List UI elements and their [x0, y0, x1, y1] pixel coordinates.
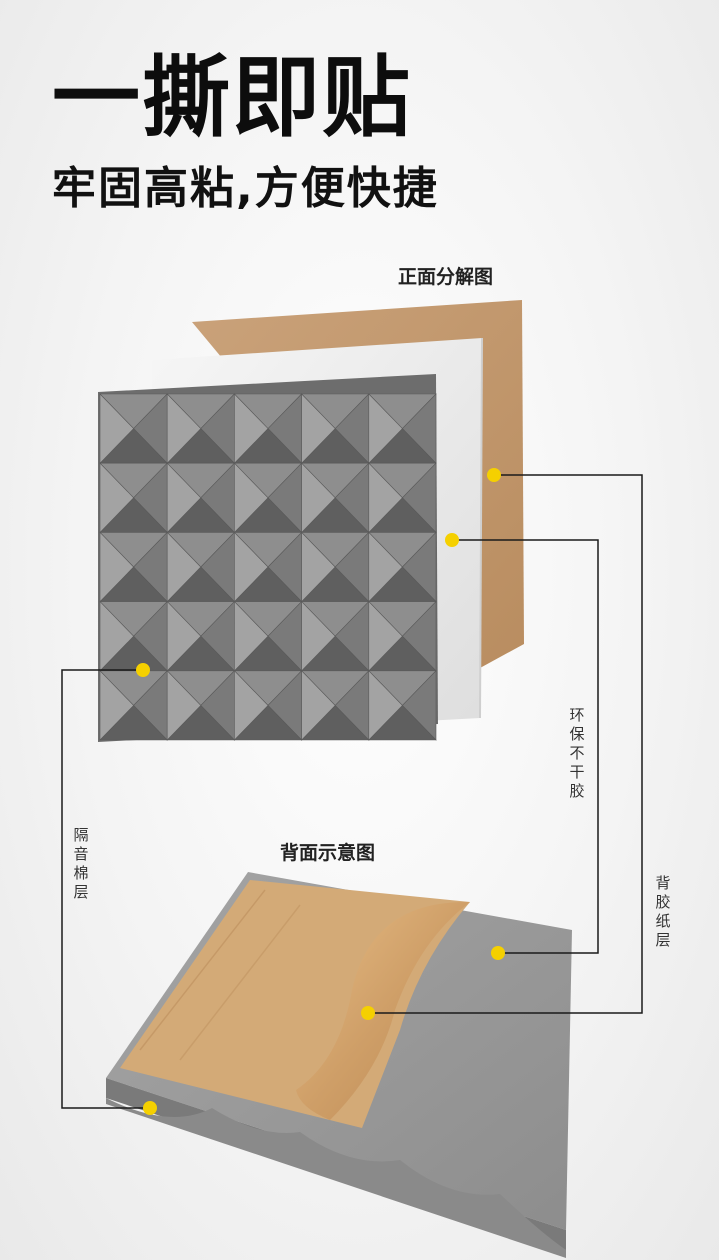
back-view-panel — [106, 872, 572, 1258]
back-view-title: 背面示意图 — [280, 842, 376, 864]
callout-adhesive-layer: 环保不干胶 — [569, 706, 585, 800]
headline: 一撕即贴 — [52, 46, 413, 149]
callout-backing-paper-layer: 背胶纸层 — [655, 874, 671, 949]
callout-markers — [136, 468, 505, 1115]
marker-adhesive-back — [491, 946, 505, 960]
marker-foam-back — [143, 1101, 157, 1115]
marker-paper-back — [361, 1006, 375, 1020]
marker-adhesive-front — [445, 533, 459, 547]
callout-foam-layer: 隔音棉层 — [73, 826, 89, 901]
foam-panel — [98, 374, 438, 742]
marker-paper-front — [487, 468, 501, 482]
marker-foam-front — [136, 663, 150, 677]
leader-lines — [61, 474, 643, 1109]
front-view-title: 正面分解图 — [398, 266, 494, 288]
subline: 牢固高粘,方便快捷 — [52, 163, 439, 214]
